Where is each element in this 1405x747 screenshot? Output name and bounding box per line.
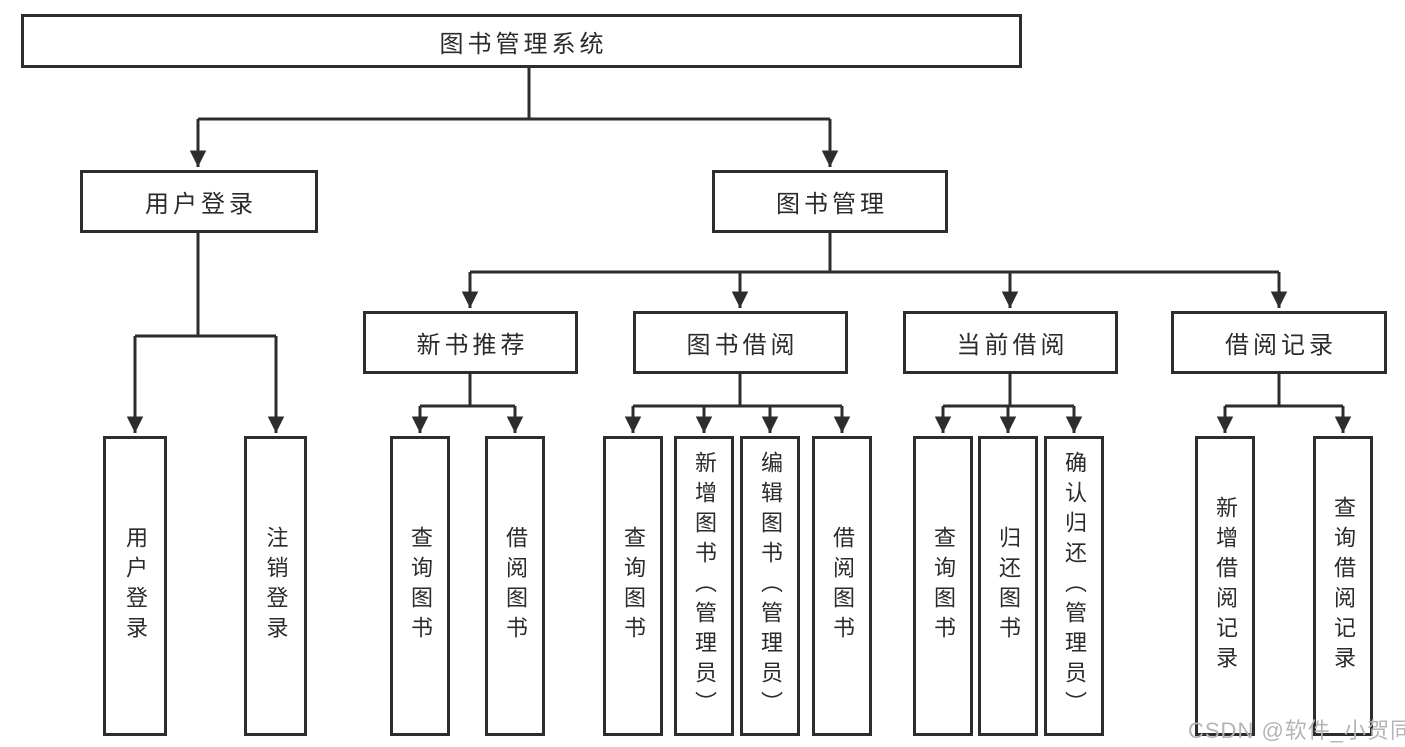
leaf-query-borrow-record: 查询借阅记录 — [1313, 436, 1373, 736]
node-new-book-recommend: 新书推荐 — [363, 311, 578, 374]
leaf-query-books-borrowing: 查询图书 — [603, 436, 663, 736]
leaf-confirm-return-admin: 确认归还（管理员） — [1044, 436, 1104, 736]
connector-borrowing-records-to-leaves — [1216, 374, 1352, 433]
node-book-borrowing: 图书借阅 — [633, 311, 848, 374]
leaf-borrow-books-borrowing: 借阅图书 — [812, 436, 872, 736]
node-current-borrowing: 当前借阅 — [903, 311, 1118, 374]
leaf-edit-books-admin: 编辑图书（管理员） — [740, 436, 800, 736]
connector-user-login-to-leaves — [126, 233, 285, 433]
leaf-borrow-books-recommend: 借阅图书 — [485, 436, 545, 736]
leaf-add-borrow-record: 新增借阅记录 — [1195, 436, 1255, 736]
node-user-login: 用户登录 — [80, 170, 318, 233]
csdn-watermark: CSDN @软件_小贺同学 — [1188, 718, 1405, 743]
node-book-management: 图书管理 — [712, 170, 948, 233]
leaf-query-books-current: 查询图书 — [913, 436, 973, 736]
node-root-library-management-system: 图书管理系统 — [21, 14, 1022, 68]
leaf-return-books: 归还图书 — [978, 436, 1038, 736]
leaf-add-books-admin: 新增图书（管理员） — [674, 436, 734, 736]
connector-book-management-to-level2 — [461, 233, 1288, 308]
connector-new-book-recommend-to-leaves — [411, 374, 524, 433]
leaf-query-books-recommend: 查询图书 — [390, 436, 450, 736]
connector-current-borrowing-to-leaves — [934, 374, 1083, 433]
connector-root-to-level1 — [189, 68, 839, 167]
leaf-user-login: 用户登录 — [103, 436, 167, 736]
leaf-logout: 注销登录 — [244, 436, 307, 736]
node-borrowing-records: 借阅记录 — [1171, 311, 1387, 374]
connector-book-borrowing-to-leaves — [624, 374, 851, 433]
